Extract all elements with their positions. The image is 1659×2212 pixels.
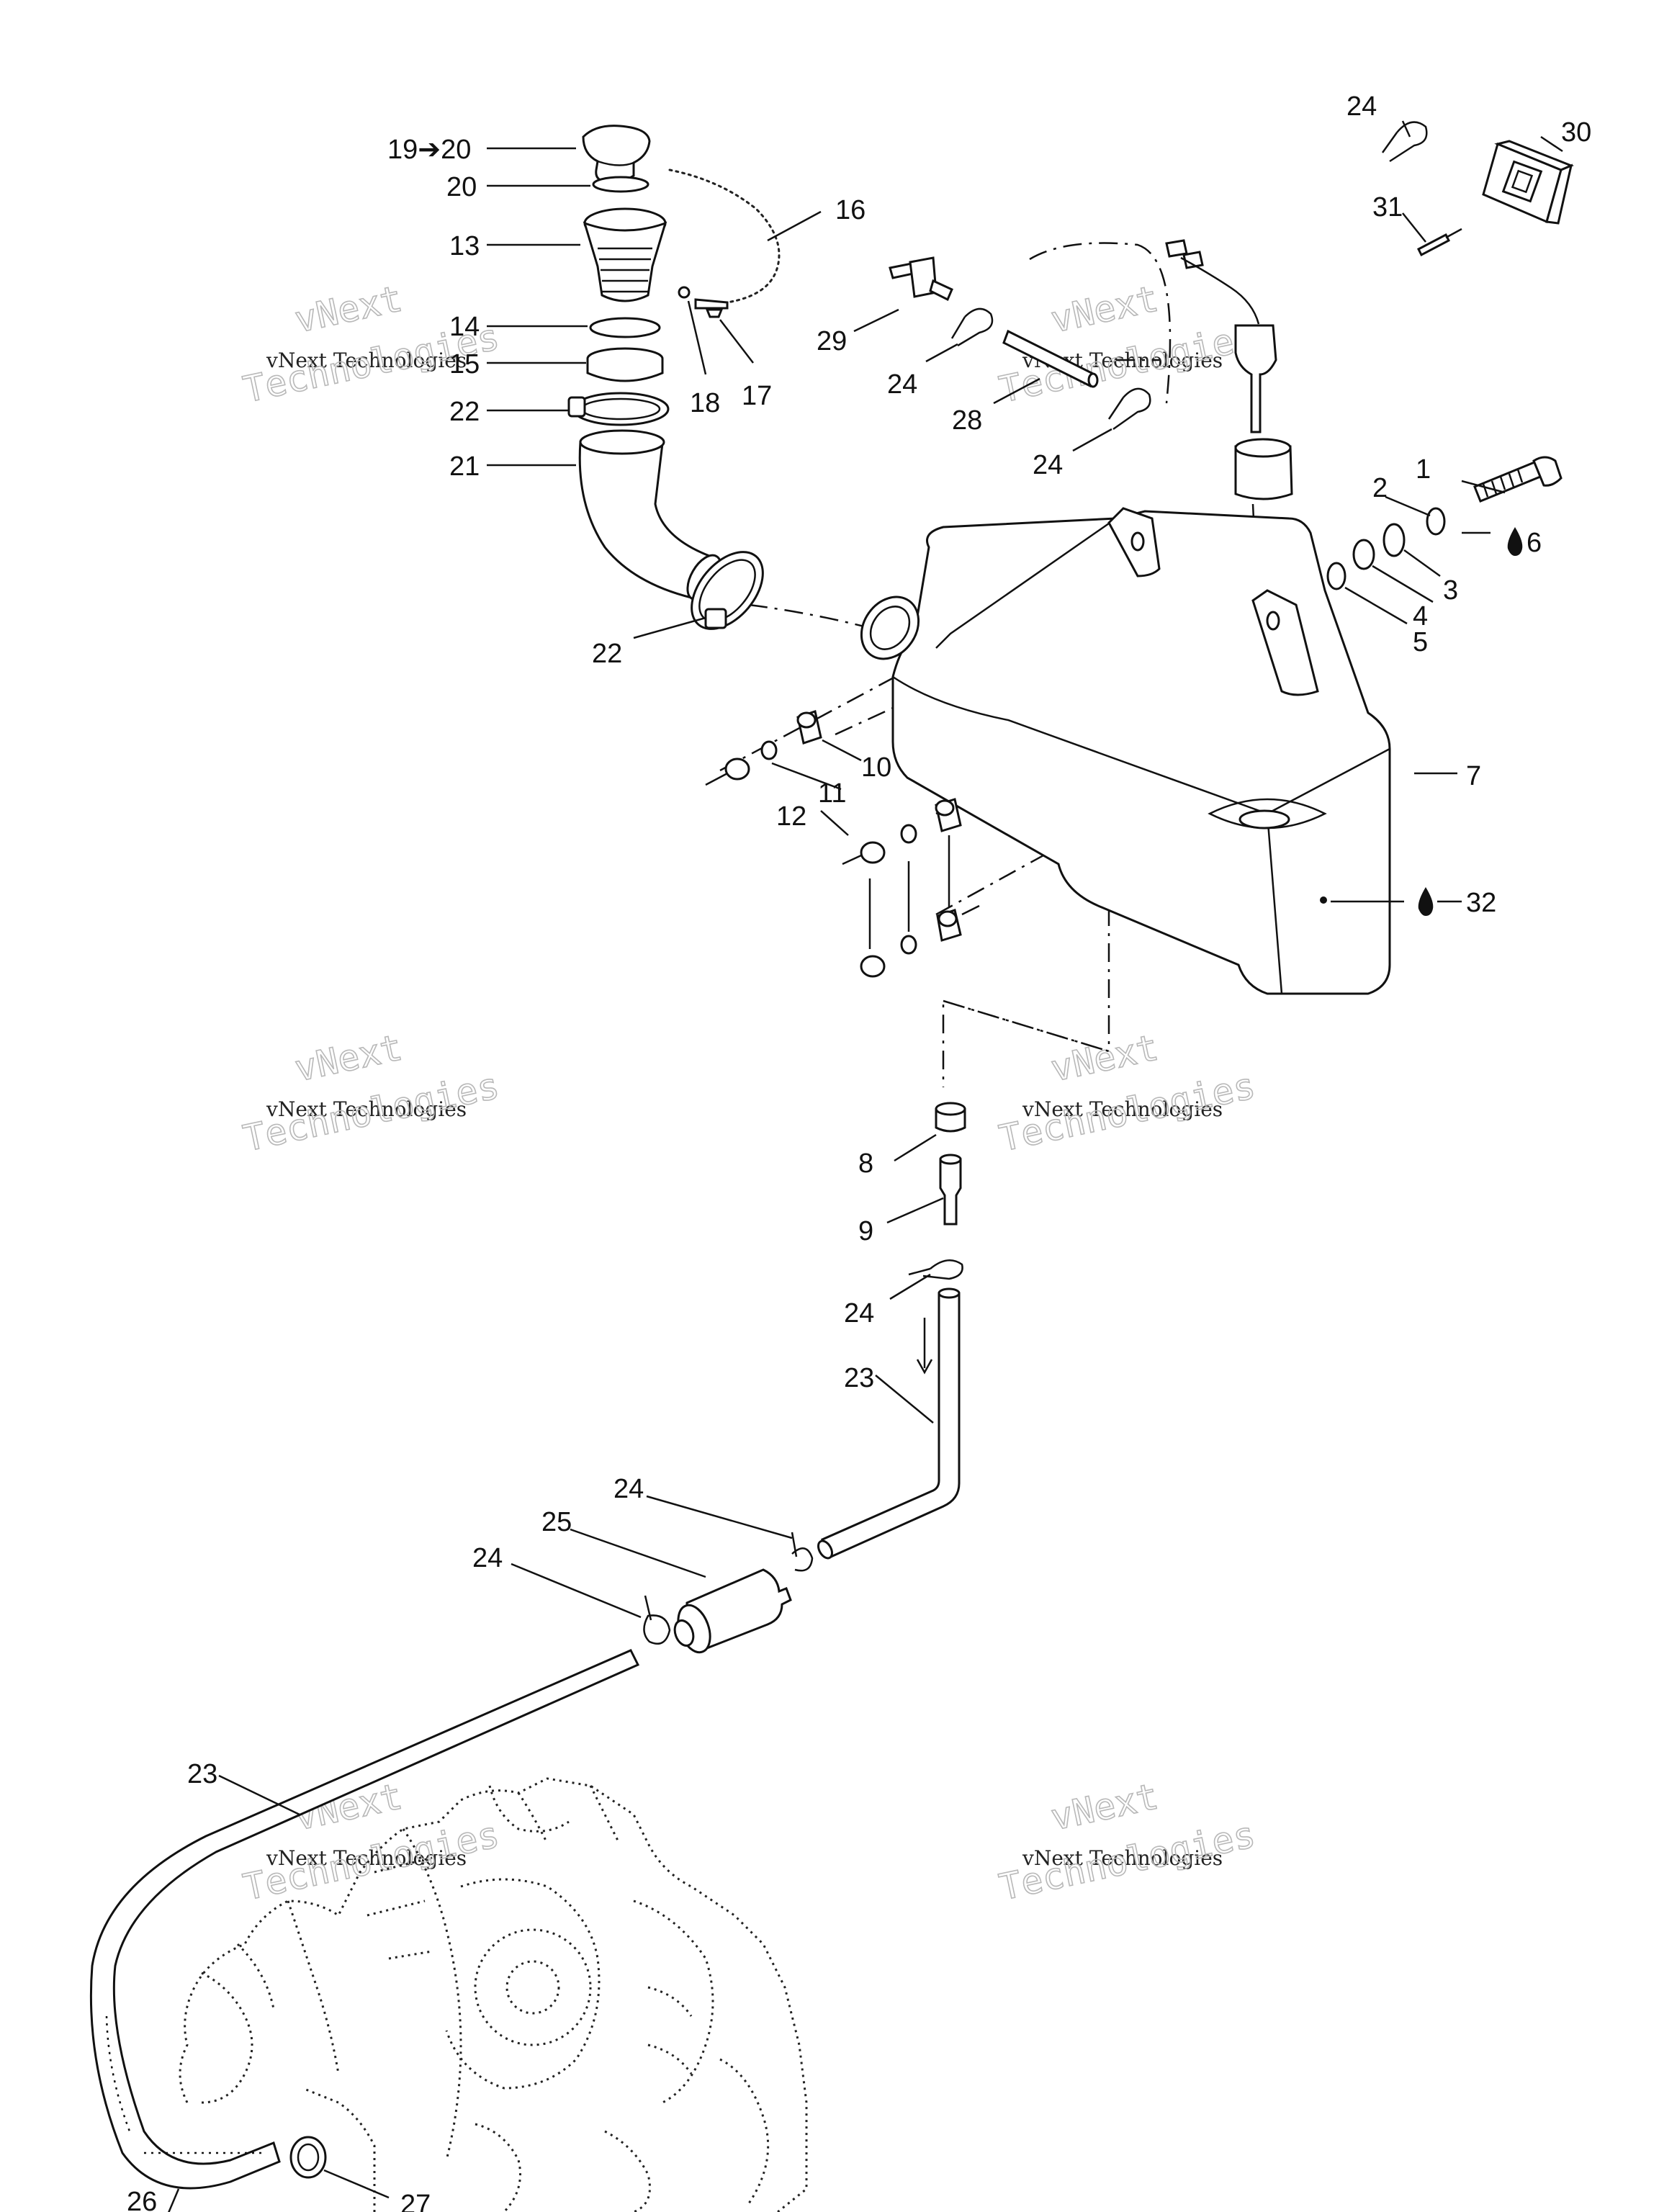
vent-valve-29	[889, 256, 953, 302]
svg-text:vNext: vNext	[1047, 1775, 1161, 1838]
label-19-20: 19➔20	[387, 135, 471, 165]
label-24-vent-b: 24	[1033, 450, 1063, 480]
lock-washer-2	[1426, 507, 1446, 536]
bolt-1	[1473, 456, 1563, 503]
label-14: 14	[449, 312, 480, 342]
label-11: 11	[818, 778, 846, 809]
watermark-mid-right: vNext vNext Technologies Technologies	[995, 1026, 1259, 1161]
svg-text:vNext: vNext	[1047, 1026, 1161, 1089]
label-7: 7	[1466, 761, 1481, 791]
clip-24-top-right	[1381, 121, 1428, 163]
svg-text:vNext Technologies: vNext Technologies	[266, 1097, 467, 1121]
label-22-lower: 22	[592, 639, 622, 669]
svg-text:Technologies: Technologies	[996, 1065, 1259, 1160]
label-30: 30	[1561, 117, 1591, 148]
fitting-9	[939, 1154, 962, 1226]
svg-text:Technologies: Technologies	[240, 1814, 503, 1909]
label-5: 5	[1413, 627, 1428, 657]
clip-24-filter-left	[643, 1595, 671, 1645]
nut-15	[586, 347, 664, 382]
label-24-filter-left: 24	[472, 1543, 503, 1573]
label-12: 12	[776, 801, 806, 832]
fuel-cap	[582, 125, 651, 193]
label-24-filter-top: 24	[613, 1474, 644, 1504]
leader-lines	[168, 120, 1563, 2212]
label-24-fitting: 24	[844, 1298, 874, 1328]
label-27: 27	[400, 2190, 431, 2212]
label-6: 6	[1527, 528, 1542, 558]
fuel-line-23-lower	[89, 1649, 640, 2190]
mount-hardware-lower	[860, 835, 980, 978]
label-13: 13	[449, 231, 480, 261]
cable-tie-31	[1417, 228, 1462, 257]
level-sensor-wire	[1165, 239, 1293, 500]
washer-5	[1326, 562, 1346, 590]
mount-hardware-upper	[705, 710, 822, 786]
svg-text:vNext: vNext	[291, 277, 405, 341]
clip-24-filter-top	[791, 1532, 814, 1572]
svg-text:Technologies: Technologies	[996, 316, 1259, 411]
hose-clamp-22-top	[567, 392, 670, 426]
label-24-vent-a: 24	[887, 369, 917, 400]
mounting-base-30	[1482, 140, 1574, 225]
label-2: 2	[1372, 473, 1388, 503]
engine-outline	[179, 1777, 808, 2212]
label-1: 1	[1416, 454, 1431, 485]
label-8: 8	[858, 1148, 873, 1179]
svg-text:vNext: vNext	[291, 1026, 405, 1089]
label-25: 25	[541, 1507, 572, 1537]
filler-neck	[583, 207, 667, 302]
label-17: 17	[742, 381, 772, 411]
vent-tube-28	[1002, 329, 1099, 388]
washer-3	[1382, 523, 1406, 557]
svg-text:vNext Technologies: vNext Technologies	[266, 1846, 467, 1870]
label-28: 28	[952, 405, 982, 436]
label-22-top: 22	[449, 397, 480, 427]
callout-labels: 19➔20 20 13 14 15 22 21 22 16 18 17 29 2…	[127, 91, 1591, 2212]
svg-text:vNext: vNext	[1047, 277, 1161, 341]
watermark-bottom-right: vNext vNext Technologies Technologies	[995, 1775, 1259, 1910]
label-21: 21	[449, 451, 480, 482]
label-31: 31	[1372, 192, 1403, 222]
fuel-filter-25	[673, 1568, 792, 1654]
svg-text:vNext Technologies: vNext Technologies	[1022, 1097, 1223, 1121]
svg-text:Technologies: Technologies	[996, 1814, 1259, 1909]
hose-clamp-22-lower	[691, 551, 764, 630]
tether-chain-16	[668, 168, 781, 318]
label-20: 20	[446, 172, 477, 202]
label-18: 18	[690, 388, 720, 418]
label-24-top-right: 24	[1346, 91, 1377, 122]
label-29: 29	[817, 326, 847, 356]
label-26: 26	[127, 2187, 157, 2212]
mount-hardware-mid	[842, 798, 962, 866]
gasket-14	[589, 317, 661, 338]
clamp-27	[289, 2136, 327, 2179]
label-9: 9	[858, 1216, 873, 1246]
fitting-8	[935, 1102, 966, 1133]
label-23-lower: 23	[187, 1759, 217, 1789]
svg-text:vNext Technologies: vNext Technologies	[1022, 1846, 1223, 1870]
nut-4	[1352, 539, 1375, 570]
label-32: 32	[1466, 888, 1496, 918]
clip-24-vent-b	[1107, 387, 1151, 431]
droplet-icon-32	[1418, 887, 1434, 916]
svg-text:vNext Technologies: vNext Technologies	[266, 349, 467, 372]
flow-arrow	[916, 1318, 933, 1375]
droplet-icon-6	[1507, 527, 1523, 556]
clip-24-fitting	[908, 1259, 963, 1280]
svg-text:Technologies: Technologies	[240, 1065, 503, 1160]
label-4: 4	[1413, 601, 1428, 631]
fuel-tank-7	[860, 507, 1391, 995]
label-3: 3	[1443, 575, 1458, 606]
label-23-upper: 23	[844, 1363, 874, 1393]
label-10: 10	[861, 752, 891, 783]
label-16: 16	[835, 195, 866, 225]
fuel-line-23-upper	[817, 1287, 961, 1560]
watermark-mid-left: vNext vNext Technologies Technologies	[239, 1026, 503, 1161]
label-15: 15	[449, 349, 480, 379]
clip-24-vent-a	[950, 307, 994, 347]
watermark-group: vNext vNext Technologies Technologies vN…	[239, 277, 1259, 1910]
